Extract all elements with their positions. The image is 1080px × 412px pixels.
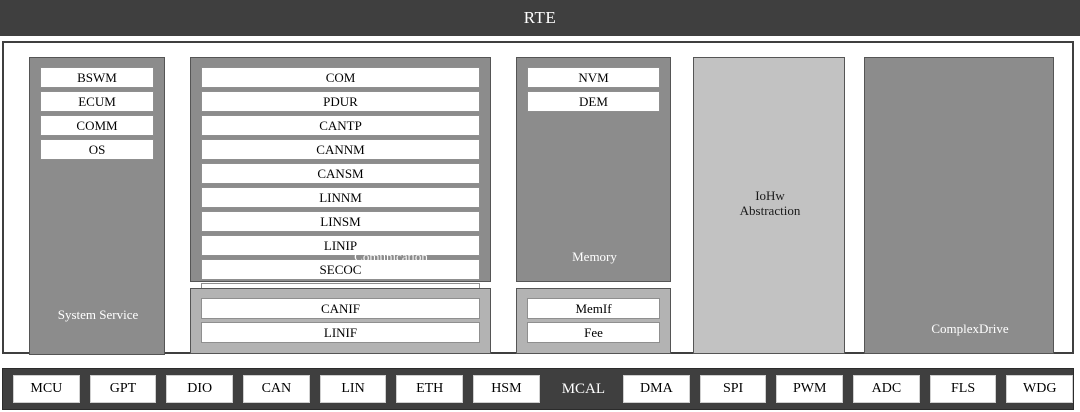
bsw-column-communication[interactable]: COM PDUR CANTP CANNM CANSM LINNM LINSM LINIP SEC… — [190, 57, 491, 304]
module-chip[interactable]: CANTP — [201, 115, 480, 136]
bsw-column-communication-interface[interactable]: CANIF LINIF — [190, 288, 491, 354]
module-chip[interactable]: SECOC — [201, 259, 480, 280]
module-chip[interactable]: BSWM — [40, 67, 154, 88]
mcal-module-chip[interactable]: ADC — [853, 375, 920, 403]
bsw-column-label-system-service: System Service — [57, 307, 139, 322]
mcal-module-chip[interactable]: GPT — [89, 375, 157, 403]
module-chip[interactable]: PDUR — [201, 91, 480, 112]
module-chip[interactable]: LINNM — [201, 187, 480, 208]
module-chip[interactable]: LINIP — [201, 235, 480, 256]
mcal-module-chip[interactable]: DMA — [623, 375, 690, 403]
module-chip[interactable]: LINIF — [201, 322, 480, 343]
module-stack: COM PDUR CANTP CANNM CANSM LINNM LINSM LINIP SEC… — [201, 67, 480, 304]
module-chip[interactable]: COM — [201, 67, 480, 88]
mcal-module-chip[interactable]: MCU — [13, 375, 80, 403]
module-stack: NVM DEM — [527, 67, 660, 112]
rte-layer-bar: RTE — [0, 0, 1080, 36]
bsw-layer-panel: BSWM ECUM COMM OS System Service COM PDUR CANTP… — [2, 41, 1074, 355]
mcal-module-chip[interactable]: CAN — [243, 375, 310, 403]
module-chip[interactable]: NVM — [527, 67, 660, 88]
bsw-column-memory[interactable]: NVM DEM Memory — [516, 57, 671, 282]
module-chip[interactable]: LINSM — [201, 211, 480, 232]
mcal-layer-bar: MCU GPT DIO CAN LIN ETH HSM MCAL DMA SPI PWM ADC FLS… — [2, 368, 1074, 410]
mcal-module-chip[interactable]: HSM — [473, 375, 540, 403]
module-stack: BSWM ECUM COMM OS — [40, 67, 154, 160]
bsw-column-label-communication: Comunication — [354, 249, 428, 264]
mcal-label: MCAL — [561, 380, 606, 397]
module-stack: CANIF LINIF — [201, 298, 480, 343]
module-chip[interactable]: ECUM — [40, 91, 154, 112]
module-chip[interactable]: MemIf — [527, 298, 660, 319]
mcal-module-chip[interactable]: SPI — [699, 375, 767, 403]
mcal-module-chip[interactable]: PWM — [776, 375, 844, 403]
bsw-column-iohw-abstraction[interactable]: IoHw Abstraction — [693, 57, 845, 354]
module-chip[interactable]: CANSM — [201, 163, 480, 184]
module-chip[interactable]: Fee — [527, 322, 660, 343]
mcal-module-chip[interactable]: FLS — [929, 375, 997, 403]
mcal-module-chip[interactable]: ETH — [396, 375, 464, 403]
mcal-module-chip[interactable]: LIN — [319, 375, 387, 403]
bsw-column-complex-drivers[interactable]: ComplexDrive — [864, 57, 1054, 354]
bsw-column-system-service[interactable]: BSWM ECUM COMM OS System Service — [29, 57, 165, 355]
module-chip[interactable]: DEM — [527, 91, 660, 112]
module-chip[interactable]: CANIF — [201, 298, 480, 319]
rte-label: RTE — [523, 8, 557, 27]
module-chip[interactable]: CANNM — [201, 139, 480, 160]
bsw-column-label-iohw-abstraction: IoHw Abstraction — [739, 188, 801, 218]
bsw-column-label-complex-drivers: ComplexDrive — [931, 321, 1009, 336]
module-chip[interactable]: COMM — [40, 115, 154, 136]
mcal-module-chip[interactable]: WDG — [1006, 375, 1074, 403]
module-chip[interactable]: OS — [40, 139, 154, 160]
bsw-column-label-memory: Memory — [572, 249, 617, 264]
mcal-module-chip[interactable]: DIO — [166, 375, 234, 403]
